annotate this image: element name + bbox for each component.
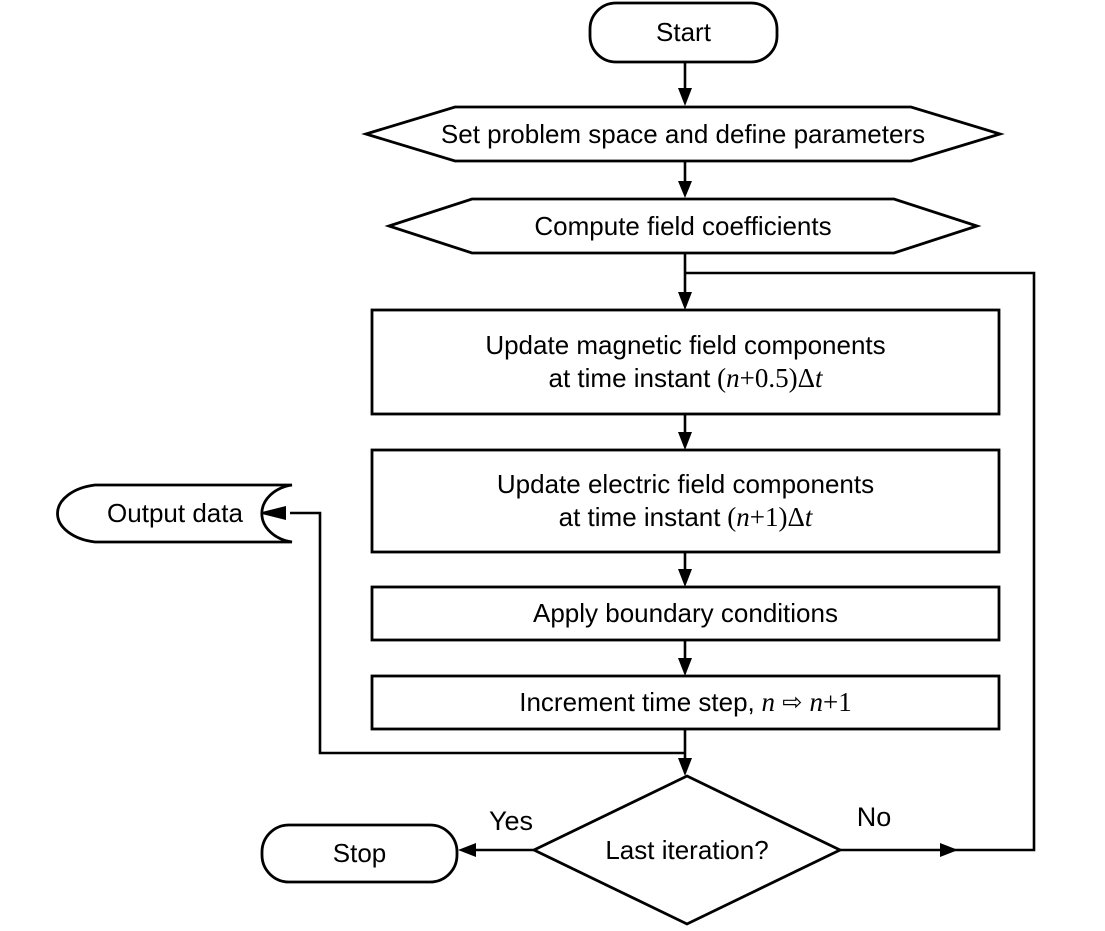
update-electric-lines: Update electric field components at time… [497,468,874,534]
update-magnetic-line2: at time instant(n+0.5)Δt [485,362,885,395]
math-delta: Δ [797,363,815,393]
math-open-paren: ( [727,502,737,532]
white-right-arrow-icon: ⇨ [782,689,803,716]
update-electric-line2: at time instant(n+1)Δt [497,501,874,534]
output-data-stored-data-shape [56,483,293,544]
arrowhead-into-output-data [258,506,286,520]
apply-boundary-rect [370,585,1001,642]
edge-no-feedback-loop [685,271,1036,852]
update-electric-label: Update electric field components at time… [372,450,999,552]
math-delta: Δ [787,502,805,532]
update-magnetic-label: Update magnetic field components at time… [372,310,999,414]
increment-time-step-rect [370,674,1001,731]
start-label-text: Start [656,17,711,47]
increment-prefix-text: Increment time step, [519,687,755,717]
arrowhead-into-stop [458,843,476,857]
update-electric-line1: Update electric field components [497,468,874,501]
math-plus-one-close: +1) [749,502,788,532]
stop-label-text: Stop [332,838,387,868]
last-iteration-text: Last iteration? [605,834,769,865]
update-magnetic-lines: Update magnetic field components at time… [485,329,885,395]
arrowhead-into-coefficients [678,181,692,198]
apply-boundary-text: Apply boundary conditions [533,598,838,628]
update-electric-line1-text: Update electric field components [496,469,875,499]
update-magnetic-line1-text: Update magnetic field components [485,330,886,360]
stop-label: Stop [262,825,457,882]
arrowhead-into-decision [678,758,692,776]
increment-plus-one: +1 [823,687,852,717]
increment-var-n2: n [809,687,824,717]
compute-coefficients-label: Compute field coefficients [389,199,977,253]
update-electric-line2-prefix: at time instant [558,502,721,532]
set-problem-space-hexagon [361,105,1005,163]
arrowhead-into-update-electric [678,432,692,450]
update-electric-math: (n+1)Δt [727,502,812,532]
yes-branch-label: Yes [480,804,542,838]
math-var-n: n [726,363,740,393]
compute-coefficients-text: Compute field coefficients [534,210,832,241]
math-open-paren: ( [717,363,727,393]
arrowhead-no-branch [940,843,958,857]
update-electric-rect [370,448,1001,554]
start-label: Start [590,3,777,62]
yes-label-text: Yes [488,805,534,836]
math-plus-half-close: +0.5) [739,363,798,393]
increment-var-n: n [761,687,776,717]
apply-boundary-label: Apply boundary conditions [372,587,999,640]
update-magnetic-math: (n+0.5)Δt [717,363,822,393]
no-branch-label: No [843,800,905,834]
increment-time-step-label: Increment time step,n⇨n+1 [372,676,999,729]
math-var-t: t [804,502,813,532]
arrowhead-into-increment [678,658,692,676]
output-data-label: Output data [70,485,280,542]
math-var-t: t [814,363,823,393]
edge-to-output-data [290,511,685,755]
update-magnetic-line2-prefix: at time instant [548,363,711,393]
arrowhead-into-set-params [678,88,692,106]
update-magnetic-line1: Update magnetic field components [485,329,885,362]
arrowhead-into-update-magnetic [678,292,692,310]
set-problem-space-text: Set problem space and define parameters [440,118,926,149]
start-node-shape [588,1,779,64]
no-label-text: No [856,801,892,832]
update-magnetic-rect [370,308,1001,416]
math-var-n: n [736,502,750,532]
arrowhead-into-boundary [678,569,692,587]
output-data-text: Output data [107,498,243,528]
last-iteration-diamond [530,774,844,926]
set-problem-space-label: Set problem space and define parameters [366,107,1000,161]
compute-coefficients-hexagon [384,197,982,255]
last-iteration-label: Last iteration? [534,776,840,924]
stop-node-shape [260,823,459,884]
